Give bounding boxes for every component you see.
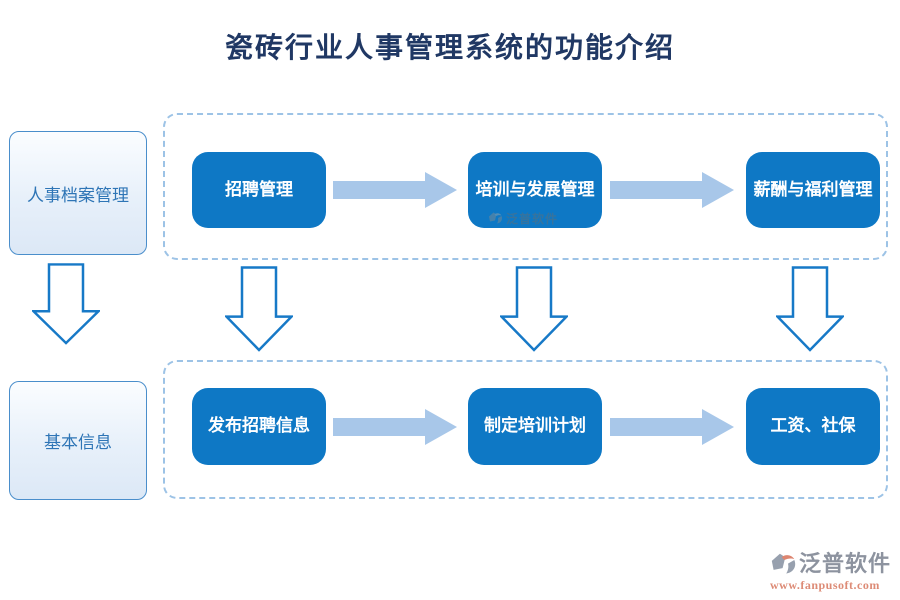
node-salary-social-security: 工资、社保	[746, 388, 880, 465]
page-title: 瓷砖行业人事管理系统的功能介绍	[224, 33, 675, 64]
node-label: 制定培训计划	[484, 416, 586, 436]
top-row-container	[163, 113, 888, 260]
right-arrow-icon	[333, 409, 457, 445]
footer-brand-row: 泛普软件	[770, 551, 890, 578]
footer-brand-name: 泛普软件	[799, 551, 892, 576]
node-recruitment-management: 招聘管理	[192, 152, 326, 228]
down-arrow-icon	[32, 263, 100, 345]
side-box-label: 基本信息	[44, 433, 112, 452]
down-arrow-icon	[776, 266, 844, 352]
node-label: 招聘管理	[225, 179, 293, 199]
right-arrow-icon	[610, 172, 734, 208]
fanpu-logo-icon	[771, 553, 796, 574]
side-box-personnel-archive: 人事档案管理	[9, 131, 147, 255]
node-training-development-management: 培训与发展管理	[468, 152, 602, 228]
down-arrow-icon	[225, 266, 293, 352]
node-label: 发布招聘信息	[208, 416, 310, 436]
right-arrow-icon	[610, 409, 734, 445]
footer-brand-url: www.fanpusoft.com	[770, 578, 880, 592]
node-salary-welfare-management: 薪酬与福利管理	[746, 152, 880, 228]
node-label: 工资、社保	[770, 416, 856, 436]
bottom-row-container	[163, 360, 888, 499]
side-box-basic-info: 基本信息	[9, 381, 147, 500]
side-box-label: 人事档案管理	[27, 185, 129, 205]
right-arrow-icon	[333, 172, 457, 208]
node-publish-recruitment-info: 发布招聘信息	[192, 388, 326, 465]
down-arrow-icon	[500, 266, 568, 352]
node-label: 薪酬与福利管理	[753, 179, 873, 199]
footer-brand: 泛普软件 www.fanpusoft.com	[770, 551, 890, 593]
node-label: 培训与发展管理	[475, 179, 595, 199]
node-make-training-plan: 制定培训计划	[468, 388, 602, 465]
